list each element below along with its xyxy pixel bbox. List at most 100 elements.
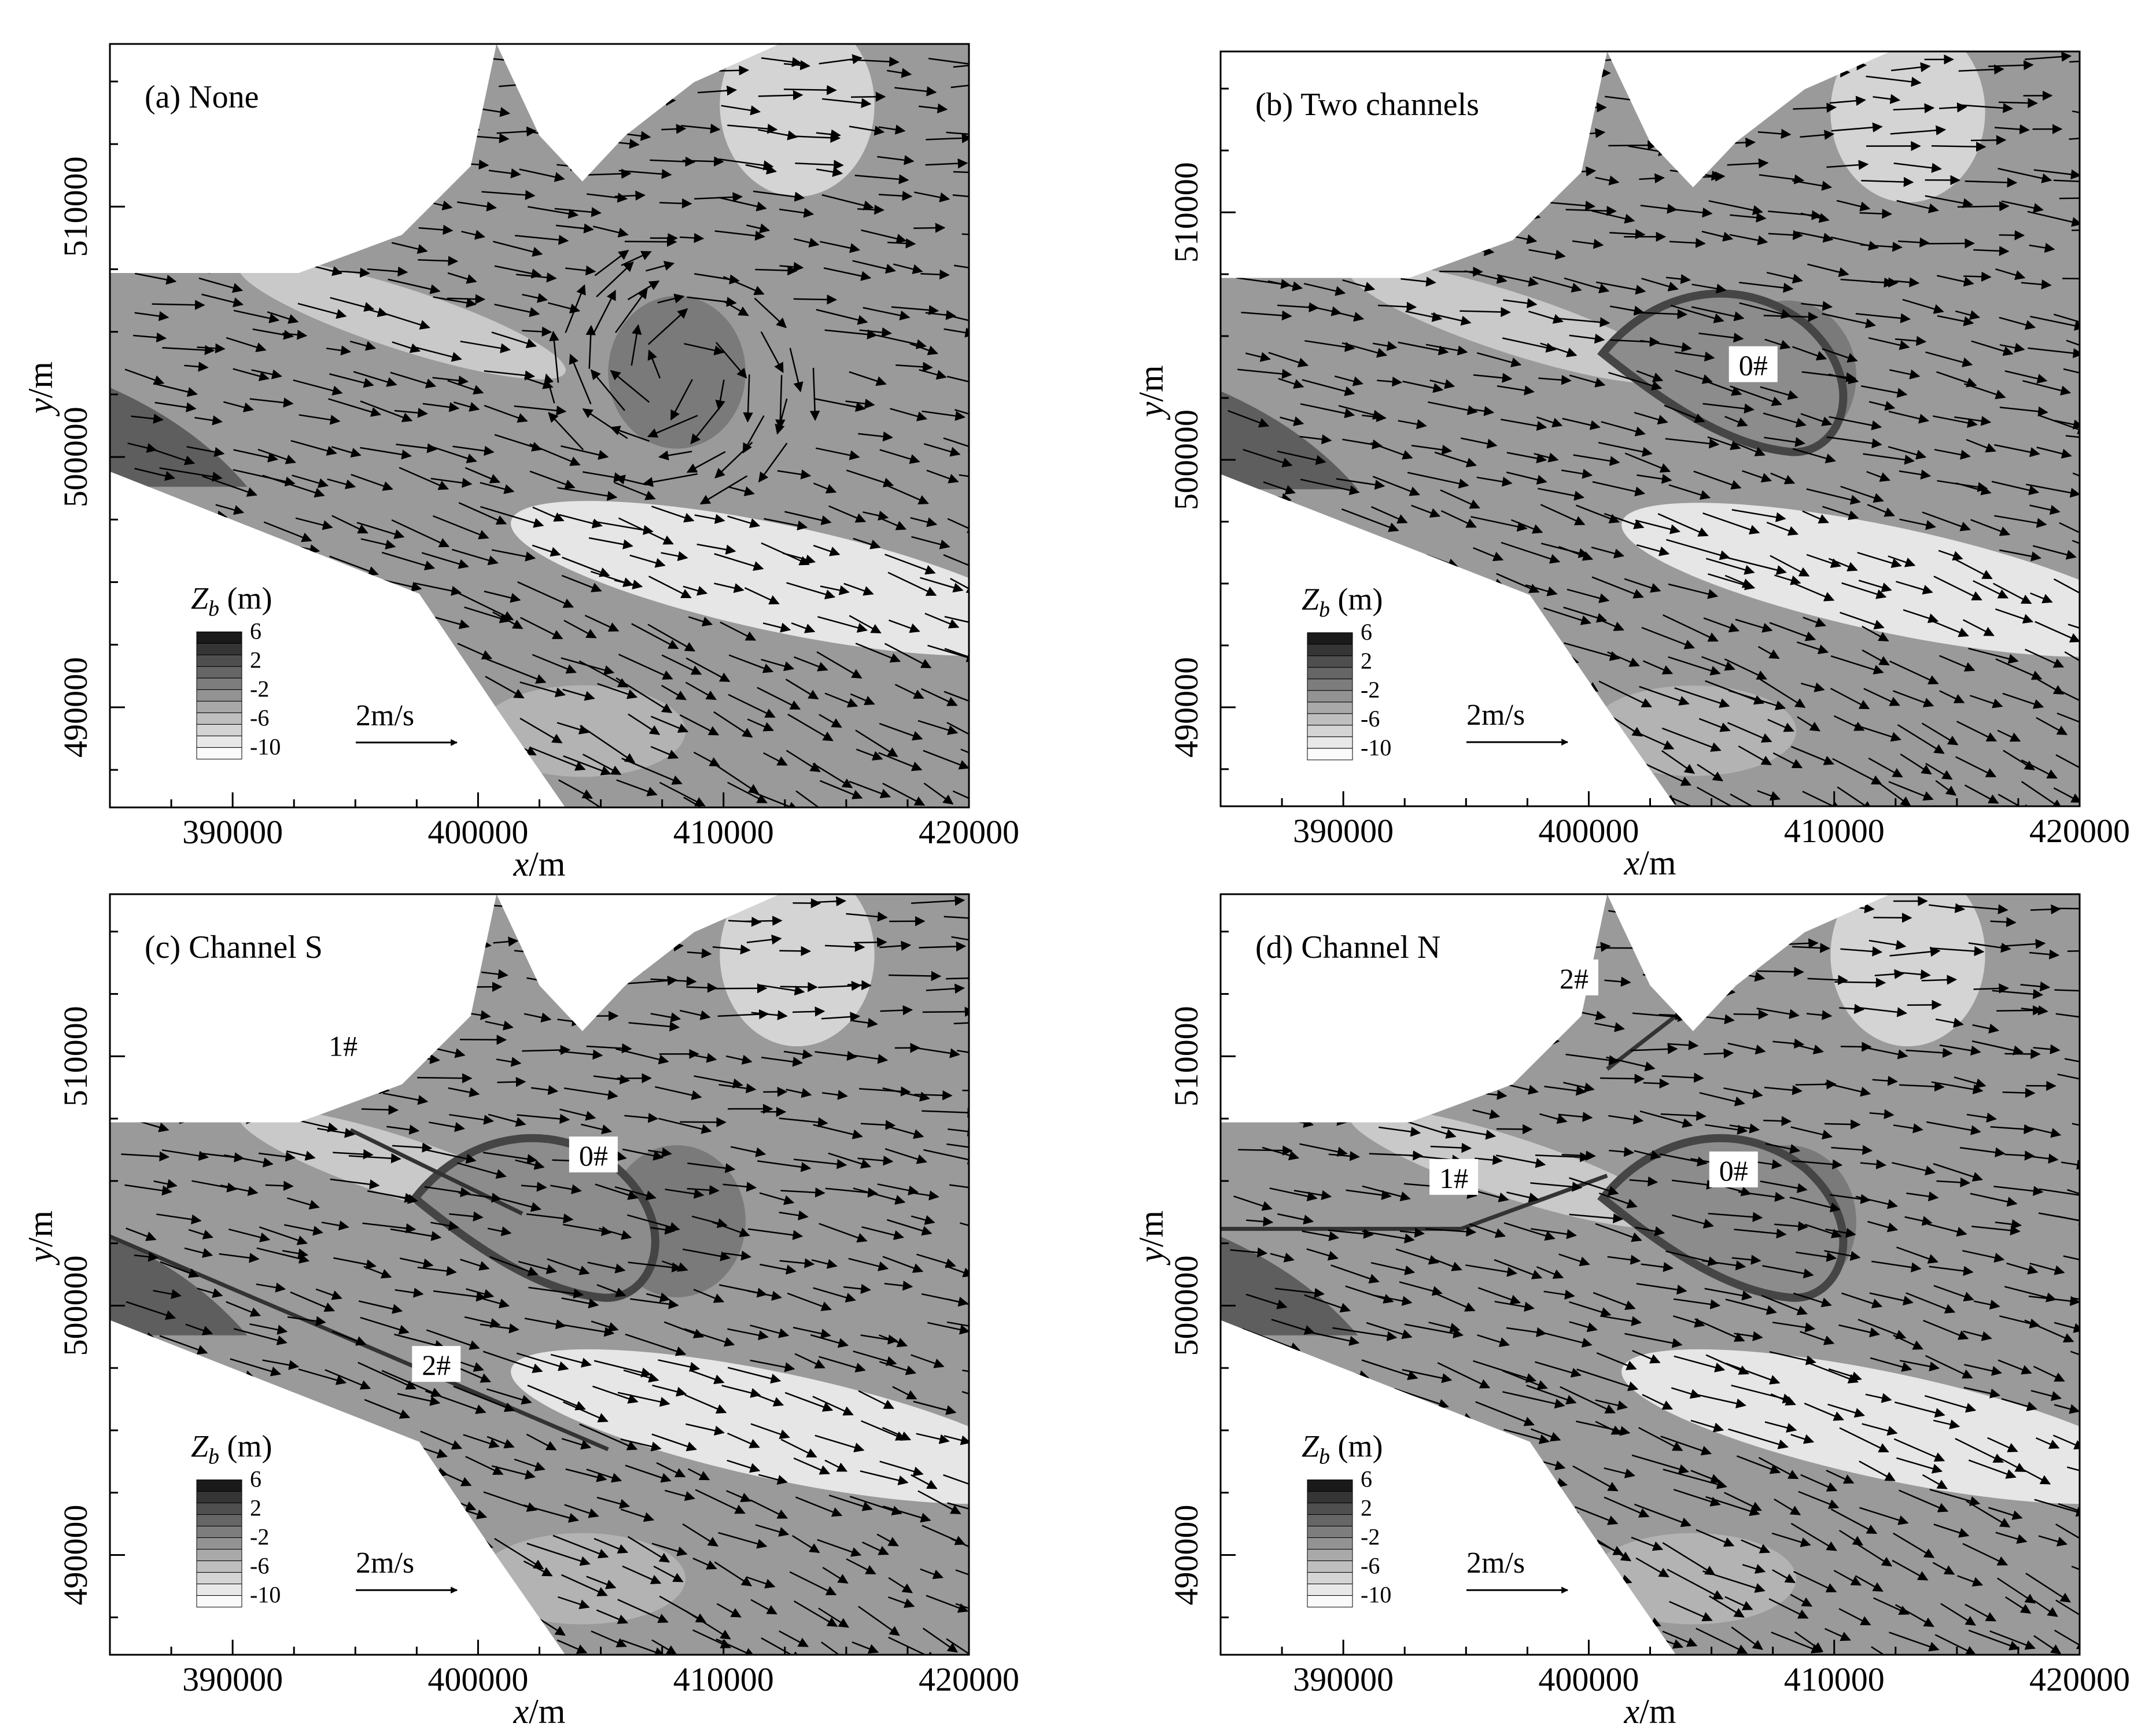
velocity-vector — [414, 1529, 446, 1543]
velocity-vector — [682, 53, 735, 66]
velocity-vector — [876, 334, 927, 349]
velocity-vector — [1477, 106, 1525, 117]
velocity-vector — [1326, 76, 1361, 87]
velocity-vector — [821, 194, 874, 211]
velocity-vector — [716, 342, 747, 379]
velocity-vector — [1542, 55, 1578, 65]
velocity-vector — [333, 194, 359, 205]
structure-label: 1# — [1439, 1162, 1468, 1194]
legend-swatch — [1307, 1595, 1353, 1608]
velocity-vector — [614, 481, 656, 500]
velocity-vector — [433, 901, 465, 912]
velocity-vector — [1793, 102, 1837, 113]
velocity-vector — [819, 780, 863, 799]
velocity-vector — [289, 682, 321, 696]
velocity-vector — [1429, 379, 1455, 389]
velocity-vector — [1700, 91, 1741, 101]
velocity-vector — [563, 915, 594, 926]
velocity-vector — [1230, 624, 1291, 643]
velocity-vector — [1361, 779, 1399, 796]
velocity-vector — [431, 752, 459, 766]
velocity-vector — [123, 581, 159, 598]
velocity-vector — [197, 760, 253, 788]
velocity-vector — [298, 1001, 333, 1012]
velocity-vector — [1333, 1045, 1370, 1057]
velocity-vector — [828, 505, 867, 523]
velocity-vector — [850, 693, 875, 706]
velocity-vector — [621, 758, 683, 785]
velocity-vector — [202, 475, 257, 497]
velocity-vector — [459, 1034, 507, 1045]
velocity-vector — [1532, 1606, 1580, 1630]
y-tick-label: 500000 — [57, 1255, 94, 1356]
velocity-vector — [1558, 317, 1610, 327]
velocity-vector — [1543, 607, 1591, 625]
velocity-vector — [1499, 124, 1537, 135]
velocity-vector — [192, 1388, 231, 1400]
velocity-vector — [1505, 1494, 1545, 1511]
velocity-vector — [1359, 195, 1410, 205]
velocity-vector — [1834, 977, 1886, 988]
velocity-vector — [1957, 201, 2010, 212]
velocity-vector — [1560, 718, 1593, 732]
velocity-vector — [131, 1626, 168, 1645]
velocity-vector — [1525, 584, 1558, 596]
velocity-vector — [1460, 1490, 1505, 1510]
velocity-vector — [878, 752, 923, 772]
velocity-vector — [1228, 515, 1272, 535]
velocity-vector — [1267, 280, 1303, 292]
velocity-vector — [1569, 333, 1605, 344]
velocity-vector — [1561, 468, 1593, 479]
velocity-vector — [1497, 274, 1539, 287]
velocity-vector — [565, 265, 596, 276]
velocity-vector — [1463, 910, 1502, 921]
velocity-vector — [186, 446, 225, 458]
velocity-vector — [779, 261, 804, 272]
velocity-vector — [764, 518, 808, 531]
legend-swatch — [1307, 655, 1353, 668]
velocity-vector — [1690, 935, 1730, 946]
velocity-vector — [323, 895, 357, 906]
velocity-vector — [135, 683, 169, 702]
velocity-vector — [123, 1600, 172, 1633]
legend-swatch — [196, 1480, 242, 1492]
x-axis-label: x/m — [1624, 1692, 1676, 1731]
velocity-vector — [200, 1612, 242, 1635]
velocity-vector — [229, 555, 266, 567]
velocity-vector — [1542, 123, 1570, 133]
velocity-vector — [163, 1400, 228, 1418]
velocity-vector — [152, 300, 205, 310]
velocity-vector — [661, 685, 687, 700]
velocity-vector — [1564, 642, 1620, 661]
velocity-vector — [849, 780, 891, 799]
velocity-vector — [558, 779, 593, 799]
velocity-vector — [758, 90, 804, 101]
velocity-vector — [519, 168, 565, 182]
velocity-vector — [1477, 1024, 1514, 1036]
legend-swatch — [1307, 1480, 1353, 1492]
velocity-vector — [164, 1360, 214, 1375]
velocity-vector — [353, 1084, 390, 1094]
velocity-vector — [481, 190, 536, 200]
velocity-vector — [1576, 762, 1624, 792]
velocity-vector — [491, 331, 537, 348]
velocity-vector — [449, 713, 478, 726]
velocity-vector — [1476, 352, 1522, 367]
velocity-vector — [1691, 283, 1727, 294]
velocity-vector — [330, 297, 375, 312]
velocity-vector — [386, 758, 448, 784]
velocity-vector — [760, 331, 784, 373]
velocity-vector — [159, 1114, 190, 1124]
velocity-vector — [1609, 229, 1646, 239]
velocity-vector — [431, 1636, 481, 1655]
velocity-vector — [813, 544, 841, 556]
velocity-vector — [1293, 1392, 1333, 1407]
velocity-vector — [650, 746, 679, 759]
velocity-vector — [1411, 1634, 1444, 1655]
velocity-vector — [394, 167, 427, 178]
velocity-vector — [718, 197, 767, 212]
legend-swatch — [1307, 667, 1353, 680]
x-tick-label: 410000 — [673, 1661, 774, 1698]
velocity-vector — [685, 681, 717, 700]
